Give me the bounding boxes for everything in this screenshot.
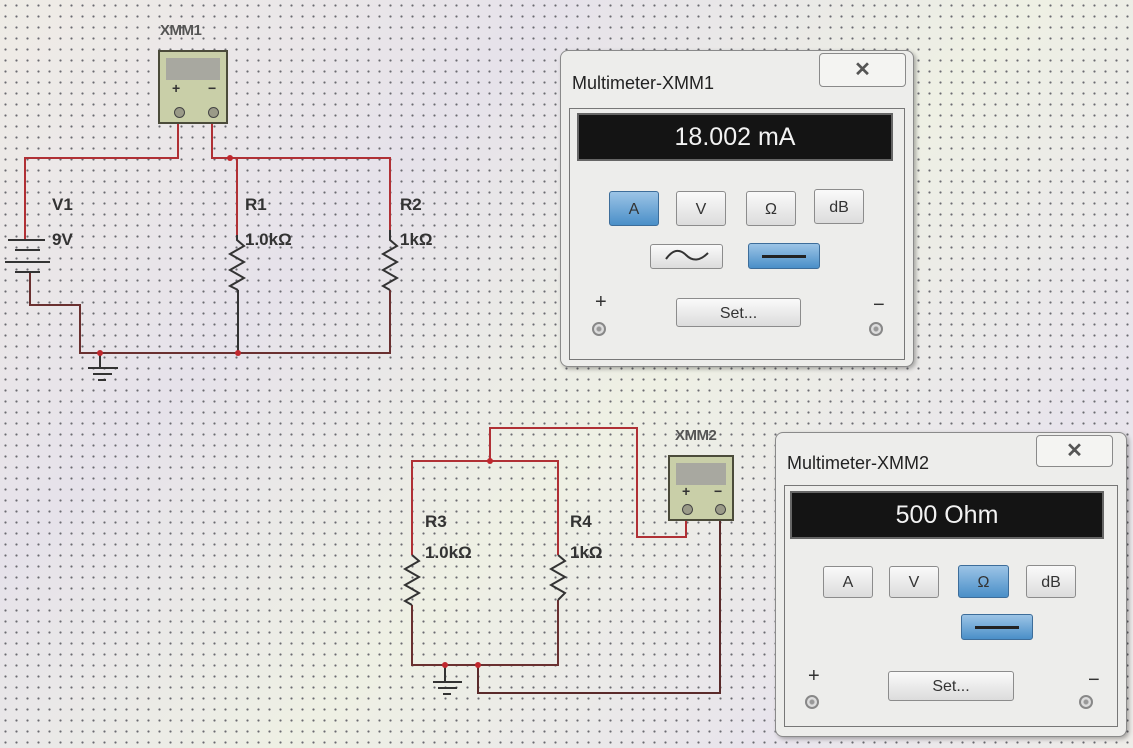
minus-terminal-jack[interactable] — [869, 322, 883, 336]
multimeter-xmm1-window: Multimeter-XMM1 ✕ 18.002 mA A V Ω dB Set… — [560, 50, 914, 367]
terminal-icon[interactable] — [682, 504, 693, 515]
mode-voltmeter-button[interactable]: V — [889, 566, 939, 598]
meter-panel — [569, 108, 905, 360]
terminal-icon[interactable] — [208, 107, 219, 118]
r2-ref: R2 — [400, 195, 422, 214]
dc-coupling-button[interactable] — [961, 614, 1033, 640]
close-button[interactable]: ✕ — [819, 53, 906, 87]
mode-db-button[interactable]: dB — [1026, 565, 1076, 598]
minus-label: − — [1088, 669, 1100, 691]
terminal-icon[interactable] — [174, 107, 185, 118]
junction-dot — [227, 155, 233, 161]
resistor-r3-symbol — [402, 554, 422, 606]
meter-gauge-icon — [676, 463, 726, 485]
junction-dot — [97, 350, 103, 356]
plus-terminal-label: + — [172, 80, 181, 96]
meter-xmm2-label: XMM2 — [675, 427, 717, 444]
ground-symbol — [433, 665, 462, 695]
wire — [489, 427, 687, 538]
wire — [477, 512, 721, 694]
junction-dot — [475, 662, 481, 668]
mode-ammeter-button[interactable]: A — [823, 566, 873, 598]
multimeter-xmm2-window: Multimeter-XMM2 ✕ 500 Ohm A V Ω dB Set..… — [775, 432, 1127, 737]
wire — [211, 115, 391, 230]
r2-value: 1kΩ — [400, 230, 433, 249]
meter-panel — [784, 485, 1118, 727]
dc-line-icon — [975, 626, 1019, 629]
dc-coupling-button[interactable] — [748, 243, 820, 269]
r1-ref: R1 — [245, 195, 267, 214]
wire — [24, 115, 179, 240]
close-button[interactable]: ✕ — [1036, 435, 1113, 467]
wire — [29, 272, 391, 354]
wire — [411, 600, 559, 666]
r4-value: 1kΩ — [570, 543, 603, 562]
window-title: Multimeter-XMM1 — [572, 73, 715, 93]
sine-wave-icon — [664, 249, 709, 261]
reading-display: 500 Ohm — [790, 491, 1104, 539]
mode-ohmmeter-button[interactable]: Ω — [746, 191, 796, 226]
plus-label: + — [595, 291, 607, 313]
ground-symbol — [88, 353, 118, 381]
resistor-r1-symbol — [227, 235, 247, 291]
r4-ref: R4 — [570, 512, 592, 531]
v1-ref: V1 — [52, 195, 73, 214]
minus-label: − — [873, 294, 885, 316]
battery-symbol — [5, 239, 50, 273]
junction-dot — [235, 350, 241, 356]
ac-coupling-button[interactable] — [650, 244, 723, 269]
plus-terminal-jack[interactable] — [805, 695, 819, 709]
mode-ammeter-button[interactable]: A — [609, 191, 659, 226]
mode-voltmeter-button[interactable]: V — [676, 191, 726, 226]
resistor-r2-symbol — [380, 230, 400, 291]
window-title: Multimeter-XMM2 — [787, 453, 930, 473]
minus-terminal-label: − — [714, 483, 723, 499]
resistor-r4-symbol — [548, 554, 568, 601]
plus-label: + — [808, 665, 820, 687]
minus-terminal-jack[interactable] — [1079, 695, 1093, 709]
wire — [411, 460, 559, 555]
plus-terminal-jack[interactable] — [592, 322, 606, 336]
r3-ref: R3 — [425, 512, 447, 531]
r1-value: 1.0kΩ — [245, 230, 292, 249]
set-button[interactable]: Set... — [888, 671, 1014, 701]
mode-ohmmeter-button[interactable]: Ω — [958, 565, 1009, 598]
v1-value: 9V — [52, 230, 73, 249]
multimeter-xmm1-component[interactable]: + − — [158, 50, 228, 124]
meter-gauge-icon — [166, 58, 220, 80]
set-button[interactable]: Set... — [676, 298, 801, 327]
junction-dot — [442, 662, 448, 668]
r3-value: 1.0kΩ — [425, 543, 472, 562]
minus-terminal-label: − — [208, 80, 217, 96]
reading-display: 18.002 mA — [577, 113, 893, 161]
terminal-icon[interactable] — [715, 504, 726, 515]
meter-xmm1-label: XMM1 — [160, 22, 202, 39]
multimeter-xmm2-component[interactable]: + − — [668, 455, 734, 521]
plus-terminal-label: + — [682, 483, 691, 499]
junction-dot — [487, 458, 493, 464]
mode-db-button[interactable]: dB — [814, 189, 864, 224]
dc-line-icon — [762, 255, 806, 258]
